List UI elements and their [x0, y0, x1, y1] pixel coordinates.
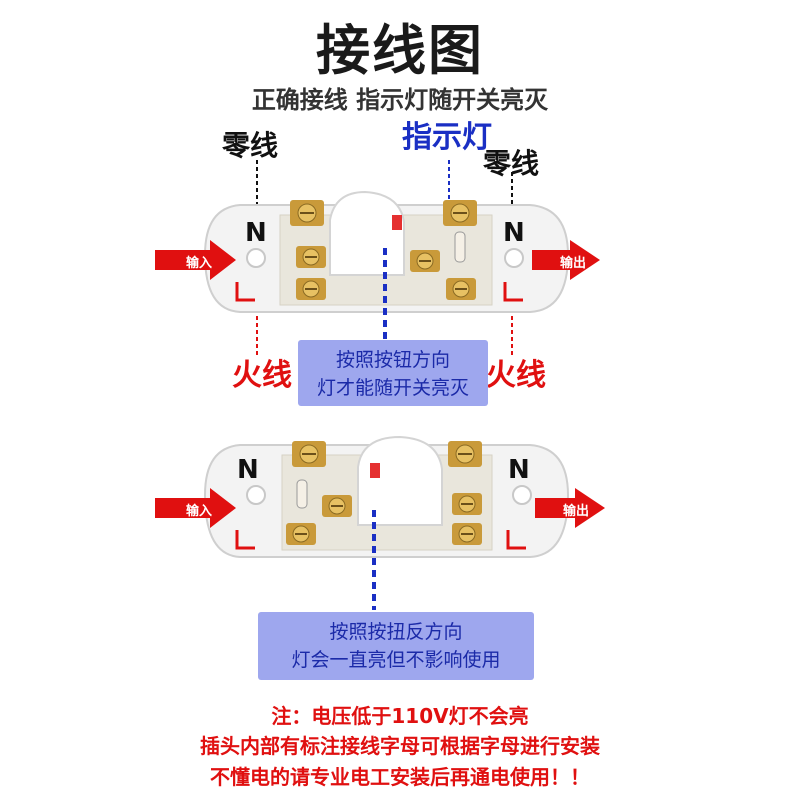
mark-l-right: [506, 530, 526, 550]
mark-l-left: [235, 530, 255, 550]
note-correct-line2: 灯才能随开关亮灭: [316, 377, 469, 399]
label-indicator: 指示灯: [402, 120, 492, 155]
arrow-input: [155, 488, 236, 528]
label-live-left: 火线: [232, 358, 292, 393]
label-live-right: 火线: [486, 358, 546, 393]
arrow-output: [532, 240, 600, 280]
terminal-n-right-2: N: [508, 455, 530, 485]
mount-hole-left: [246, 248, 266, 268]
screw-terminals: [286, 441, 482, 545]
arrow-input-label: 输入: [186, 256, 213, 271]
switch-knob: [357, 435, 443, 526]
screw-terminals: [290, 200, 477, 300]
indicator-lamp: [454, 231, 466, 263]
note-correct: 按照按钮方向 灯才能随开关亮灭: [298, 340, 488, 406]
arrow-input: [155, 240, 236, 280]
knob-red-marker: [392, 215, 402, 230]
footer-note-warning: 不懂电的请专业电工安装后再通电使用！！: [210, 765, 590, 789]
mark-l-left: [235, 282, 255, 302]
switch-diagram-reverse: [155, 435, 605, 610]
switch-knob: [329, 190, 405, 276]
mount-hole-left: [246, 485, 266, 505]
note-reverse-line1: 按照按扭反方向: [329, 621, 463, 643]
label-neutral-left: 零线: [222, 129, 279, 162]
terminal-n-right: N: [503, 218, 525, 248]
arrow-output-label: 输出: [560, 256, 587, 271]
terminal-n-left-2: N: [237, 455, 259, 485]
note-reverse: 按照按扭反方向 灯会一直亮但不影响使用: [258, 612, 534, 680]
switch-diagram-correct: [155, 160, 600, 355]
mark-l-right: [503, 282, 523, 302]
note-correct-line1: 按照按钮方向: [335, 349, 450, 371]
indicator-lamp: [296, 479, 308, 509]
footer-note-letters: 插头内部有标注接线字母可根据字母进行安装: [200, 734, 600, 758]
page-title: 接线图: [316, 19, 484, 82]
arrow-output: [535, 488, 605, 528]
note-reverse-line2: 灯会一直亮但不影响使用: [291, 649, 501, 671]
footer-note-voltage: 注：电压低于110V灯不会亮: [271, 704, 529, 728]
arrow-output-label-2: 输出: [563, 504, 590, 519]
page-subtitle: 正确接线 指示灯随开关亮灭: [251, 86, 549, 114]
mount-hole-right: [512, 485, 532, 505]
knob-red-marker: [370, 463, 380, 478]
arrow-input-label-2: 输入: [186, 504, 213, 519]
mount-hole-right: [504, 248, 524, 268]
terminal-n-left: N: [245, 218, 267, 248]
